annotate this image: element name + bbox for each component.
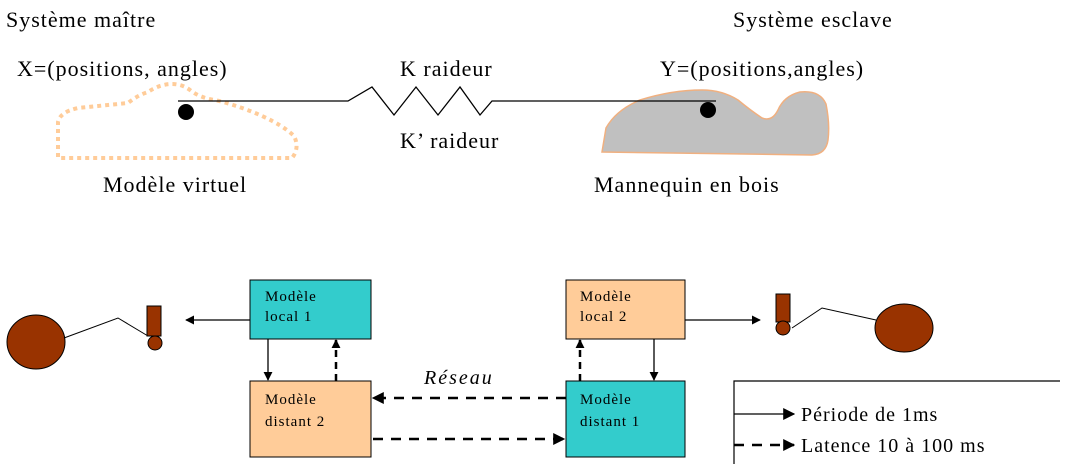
distant-model-2-box: [249, 380, 372, 458]
network-label: Réseau: [423, 367, 494, 389]
distant-model-1-line2: distant 1: [580, 414, 640, 430]
virtual-attach-point: [178, 104, 194, 120]
right-operator-head: [874, 303, 934, 353]
distant-model-2-line1: Modèle: [265, 392, 317, 408]
legend-dashed-label: Latence 10 à 100 ms: [801, 435, 986, 457]
right-haptic-device-icon: [775, 293, 791, 323]
left-operator-arm: [63, 317, 149, 339]
local-model-1-box: [249, 279, 372, 340]
local-model-2-line2: local 2: [580, 309, 627, 325]
spring-link: [178, 85, 716, 117]
distant-model-1-line1: Modèle: [580, 392, 632, 408]
x-positions-label: X=(positions, angles): [17, 56, 228, 81]
y-positions-label: Y=(positions,angles): [660, 56, 864, 81]
spring-k-label: K raideur: [400, 56, 493, 81]
mannequin-attach-point: [700, 102, 716, 118]
legend-frame: [733, 380, 1060, 464]
slave-system-title: Système esclave: [733, 7, 893, 32]
left-operator-head: [6, 314, 66, 370]
distant-model-2-line2: distant 2: [265, 414, 325, 430]
right-operator-arm: [791, 307, 877, 329]
mannequin-shape: [601, 89, 830, 156]
local-model-2-line1: Modèle: [580, 289, 632, 305]
local-model-1-line2: local 1: [265, 309, 312, 325]
right-haptic-base-icon: [775, 320, 791, 336]
local-model-2-box: [565, 279, 686, 340]
left-haptic-device-icon: [146, 305, 162, 337]
left-haptic-base-icon: [147, 335, 163, 351]
distant-model-1-box: [565, 380, 686, 458]
virtual-model-label: Modèle virtuel: [103, 172, 247, 197]
master-system-title: Système maître: [6, 7, 156, 32]
virtual-model-shape: [56, 81, 299, 160]
local-model-1-line1: Modèle: [265, 289, 317, 305]
mannequin-label: Mannequin en bois: [594, 172, 780, 197]
legend-solid-label: Période de 1ms: [801, 404, 938, 426]
spring-k-prime-label: K’ raideur: [400, 128, 499, 153]
